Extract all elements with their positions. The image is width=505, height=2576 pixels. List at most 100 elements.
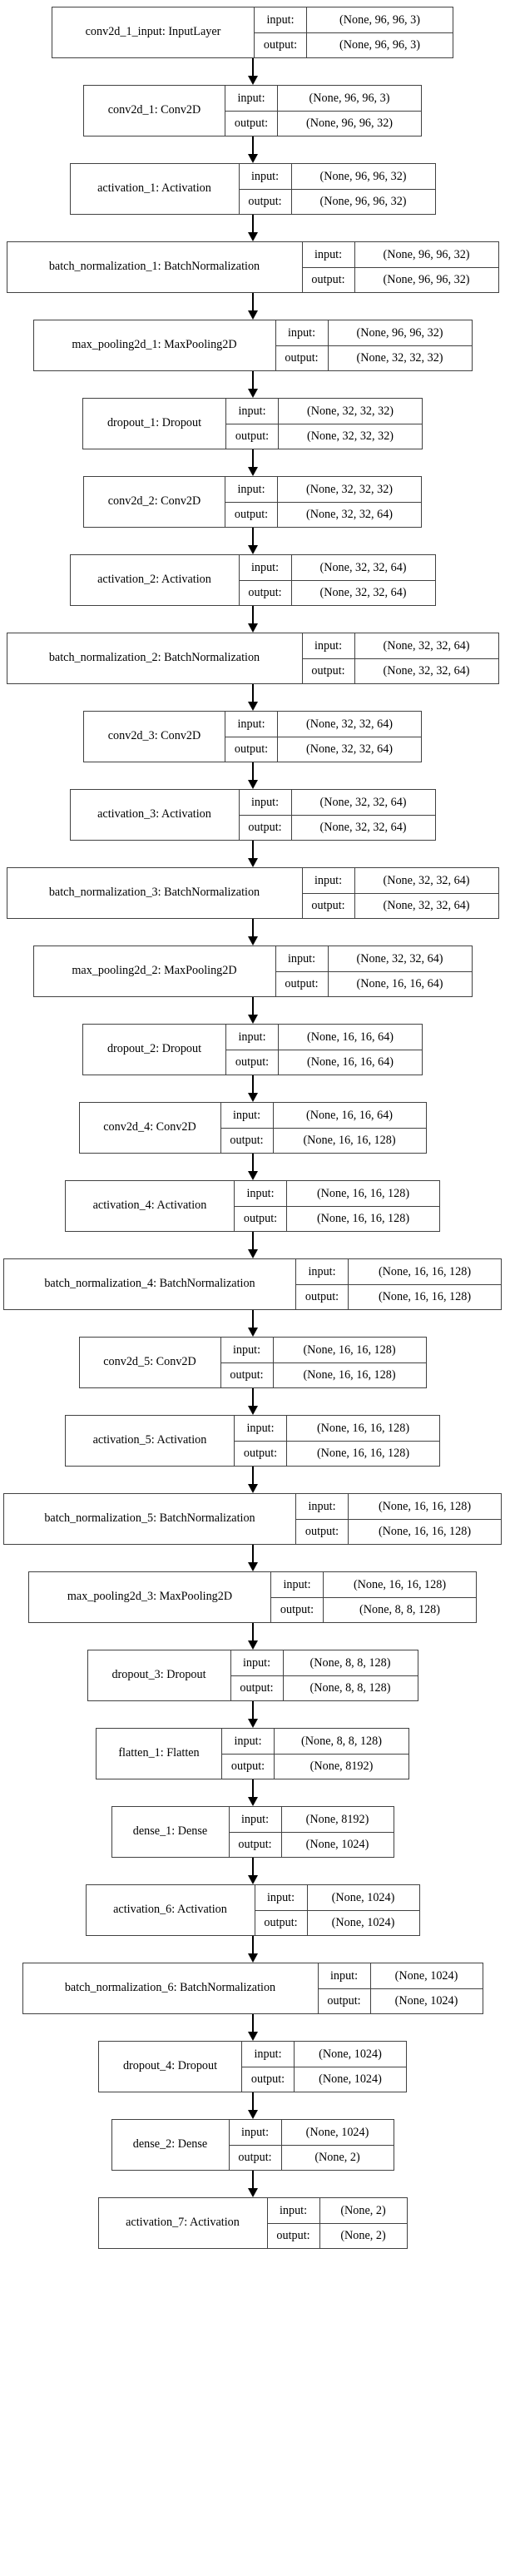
layer-box[interactable]: batch_normalization_6: BatchNormalizatio… — [22, 1963, 483, 2014]
input-shape: (None, 32, 32, 64) — [290, 555, 435, 580]
input-row: input:(None, 16, 16, 128) — [296, 1259, 501, 1284]
output-row: output:(None, 32, 32, 64) — [225, 737, 421, 762]
layer-label: conv2d_4: Conv2D — [103, 1120, 196, 1134]
input-row: input:(None, 8192) — [230, 1807, 394, 1832]
layer-io-table: input:(None, 32, 32, 64)output:(None, 16… — [275, 946, 472, 996]
input-label: input: — [242, 1655, 271, 1670]
edge-arrow — [247, 606, 258, 633]
input-shape: (None, 1024) — [306, 1885, 419, 1910]
edge-line — [251, 997, 254, 1015]
output-shape: (None, 32, 32, 32) — [327, 346, 472, 370]
output-shape: (None, 16, 16, 128) — [348, 1520, 501, 1544]
edge-arrow — [247, 1623, 258, 1650]
arrowhead-icon — [247, 154, 258, 163]
output-row: output:(None, 32, 32, 64) — [239, 815, 435, 840]
arrowhead-icon — [247, 1719, 258, 1728]
layer-box[interactable]: batch_normalization_2: BatchNormalizatio… — [6, 633, 499, 684]
layer-io-table: input:(None, 32, 32, 32)output:(None, 32… — [225, 399, 422, 449]
layer-box[interactable]: batch_normalization_1: BatchNormalizatio… — [6, 241, 499, 293]
output-shape: (None, 32, 32, 64) — [354, 659, 498, 683]
edge-line — [251, 1154, 254, 1172]
output-row: output:(None, 16, 16, 64) — [226, 1050, 422, 1075]
layer-box[interactable]: batch_normalization_4: BatchNormalizatio… — [3, 1258, 502, 1310]
input-shape: (None, 96, 96, 32) — [354, 242, 498, 267]
output-label: output: — [234, 508, 269, 521]
layer-node-batch_normalization_4[interactable]: batch_normalization_4: BatchNormalizatio… — [0, 1258, 505, 1310]
input-label: input: — [250, 795, 280, 809]
input-label: input: — [314, 247, 343, 261]
input-label: input: — [308, 1499, 336, 1513]
layer-label: activation_7: Activation — [126, 2216, 240, 2230]
layer-io-table: input:(None, 1024)output:(None, 1024) — [254, 1885, 419, 1935]
layer-box[interactable]: batch_normalization_3: BatchNormalizatio… — [6, 867, 499, 919]
layer-io-table: input:(None, 16, 16, 128)output:(None, 1… — [234, 1416, 439, 1466]
input-shape: (None, 1024) — [280, 2120, 394, 2145]
layer-node-batch_normalization_5[interactable]: batch_normalization_5: BatchNormalizatio… — [0, 1493, 505, 1545]
output-row: output:(None, 96, 96, 32) — [302, 267, 498, 292]
output-row: output:(None, 16, 16, 128) — [296, 1284, 501, 1309]
arrowhead-icon — [247, 310, 258, 320]
layer-io-table: input:(None, 96, 96, 3)output:(None, 96,… — [254, 7, 453, 57]
output-row: output:(None, 2) — [229, 2145, 394, 2170]
edge-line — [251, 215, 254, 233]
output-label: output: — [285, 977, 319, 990]
layer-node-batch_normalization_2[interactable]: batch_normalization_2: BatchNormalizatio… — [0, 633, 505, 684]
output-row: output:(None, 1024) — [255, 1910, 419, 1935]
layer-io-table: input:(None, 96, 96, 32)output:(None, 32… — [275, 320, 472, 370]
layer-node-batch_normalization_6[interactable]: batch_normalization_6: BatchNormalizatio… — [0, 1963, 505, 2014]
input-row: input:(None, 16, 16, 128) — [221, 1338, 426, 1362]
layer-io-table: input:(None, 32, 32, 64)output:(None, 32… — [301, 633, 498, 683]
layer-box[interactable]: batch_normalization_5: BatchNormalizatio… — [3, 1493, 502, 1545]
arrowhead-icon — [247, 936, 258, 946]
layer-label: dense_1: Dense — [132, 1824, 208, 1839]
layer-node-batch_normalization_1[interactable]: batch_normalization_1: BatchNormalizatio… — [0, 241, 505, 293]
layer-node-batch_normalization_3[interactable]: batch_normalization_3: BatchNormalizatio… — [0, 867, 505, 919]
